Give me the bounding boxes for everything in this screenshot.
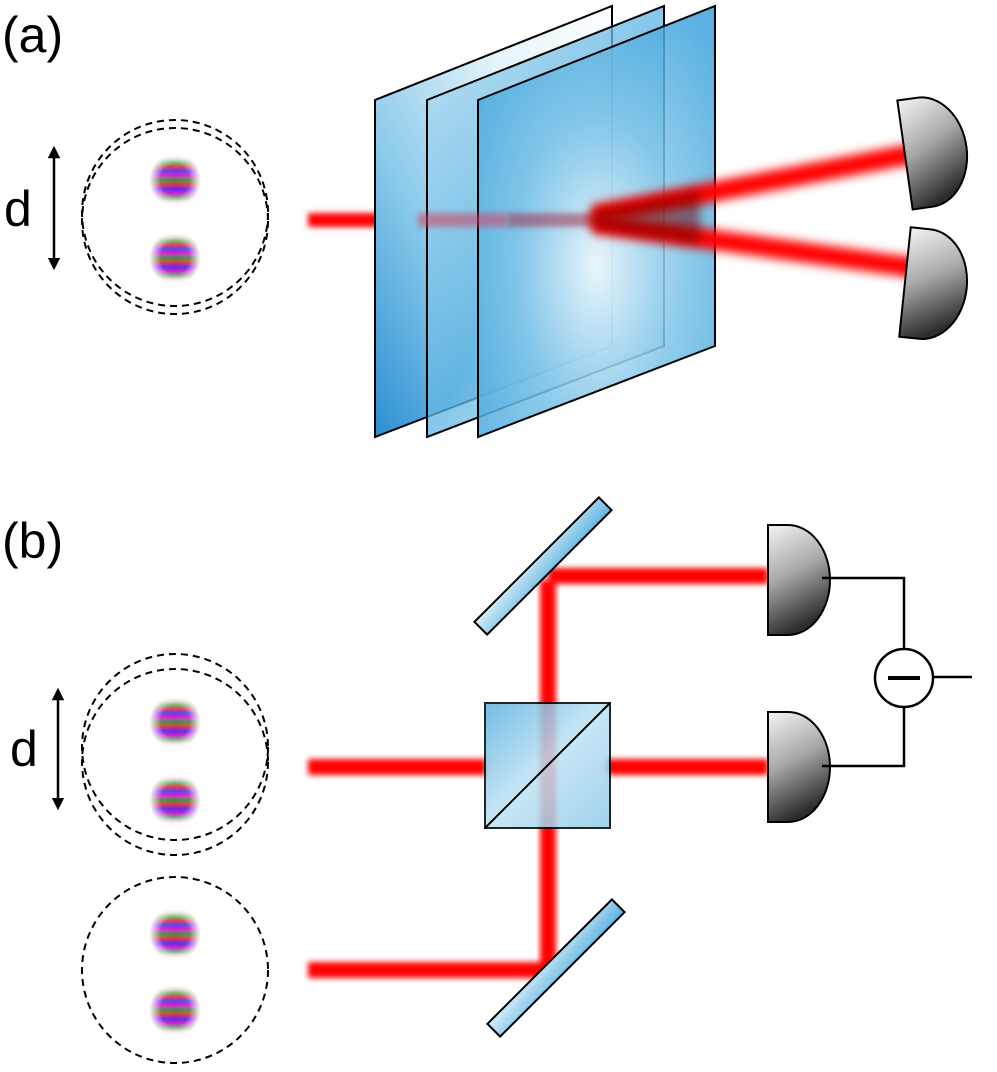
dashed-circle (81, 876, 269, 1064)
displacement-label: d (4, 181, 32, 237)
interference-pattern-icon (149, 152, 201, 208)
mode-profile-b-reference (81, 876, 269, 1064)
interference-pattern-icon (149, 906, 201, 962)
panel-a-label: (a) (2, 7, 63, 63)
panel-a: (a) d (2, 4, 976, 439)
detector-wiring (822, 576, 972, 768)
beam-through-plates (418, 213, 593, 227)
panel-b-label: (b) (2, 513, 63, 569)
beams-output-a (592, 143, 918, 278)
displacement-label: d (10, 721, 38, 777)
interference-pattern-icon (149, 694, 201, 750)
mode-profile-b-signal (81, 653, 269, 856)
dashed-circle (81, 119, 269, 307)
photodetector-icon (896, 90, 976, 211)
photodetector-icon (767, 524, 831, 636)
interference-pattern-icon (149, 772, 201, 828)
beam-splitter-cube-icon (484, 702, 611, 829)
mirror-icon (485, 897, 627, 1039)
dashed-circle (81, 653, 269, 841)
dashed-circle (81, 127, 269, 315)
photodetector-icon (767, 711, 831, 823)
panel-b: (b) d (2, 495, 972, 1064)
mirror-icon (472, 495, 614, 637)
interference-pattern-icon (149, 982, 201, 1038)
dashed-circle (81, 668, 269, 856)
photodetector-icon (898, 226, 974, 345)
mode-profile-a (81, 119, 269, 315)
interference-pattern-icon (149, 230, 201, 286)
beams-b (308, 568, 768, 978)
minus-circle-icon (873, 647, 935, 709)
